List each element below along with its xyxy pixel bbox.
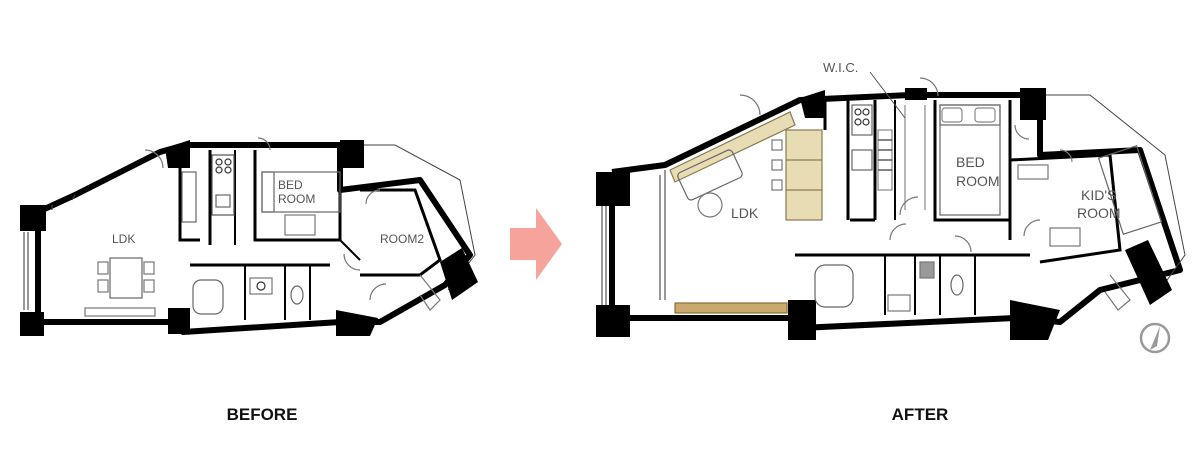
- after-kids-bed: [1097, 145, 1163, 235]
- after-ldk-label: LDK: [731, 205, 759, 221]
- before-column: [20, 205, 46, 231]
- after-balcony: [1040, 94, 1186, 291]
- after-sofa: [677, 149, 743, 201]
- after-caption: AFTER: [891, 405, 949, 424]
- after-column: [596, 172, 630, 206]
- before-room2-label: ROOM2: [380, 232, 424, 246]
- wic-pointer: [869, 71, 906, 119]
- after-kids-room-label-line2: ROOM: [1077, 205, 1121, 221]
- after-bathtub: [814, 264, 854, 308]
- after-wic-label: W.I.C.: [823, 60, 858, 75]
- after-column: [905, 88, 927, 100]
- before-column: [165, 140, 190, 168]
- after-bedroom-label-line2: ROOM: [956, 173, 1000, 189]
- before-column: [168, 308, 190, 334]
- before-bedroom-label-line2: ROOM: [278, 192, 315, 206]
- after-column: [1020, 88, 1046, 120]
- after-column: [596, 305, 630, 337]
- before-dining-table: [109, 257, 143, 299]
- before-bathtub: [192, 279, 224, 315]
- before-toilet: [290, 285, 304, 305]
- right-arrow-icon: [510, 208, 562, 280]
- after-floor-strip: [674, 302, 788, 314]
- after-column: [1010, 300, 1060, 340]
- after-window-band: [669, 111, 796, 183]
- before-caption: BEFORE: [226, 405, 298, 424]
- before-ldk-label: LDK: [112, 232, 135, 246]
- after-column: [1125, 240, 1172, 305]
- compass-north-icon: [1139, 322, 1171, 354]
- before-bedroom-label-line1: BED: [278, 178, 303, 192]
- before-column: [340, 140, 364, 168]
- before-column: [20, 312, 44, 336]
- after-bedroom-label-line1: BED: [956, 154, 985, 170]
- after-column: [800, 90, 825, 118]
- after-toilet: [950, 274, 964, 296]
- after-kids-room-label-line1: KID'S: [1081, 187, 1116, 203]
- after-kitchen-island: [785, 129, 823, 221]
- after-column: [788, 300, 816, 340]
- before-floor-plan: [20, 137, 478, 336]
- before-column: [440, 248, 478, 300]
- after-chair: [697, 192, 723, 218]
- before-column: [336, 310, 378, 336]
- after-floor-plan: [596, 77, 1186, 340]
